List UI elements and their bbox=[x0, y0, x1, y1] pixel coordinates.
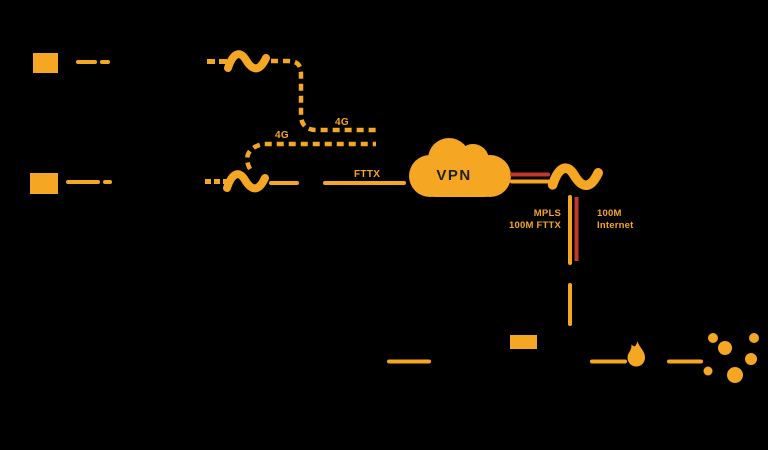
lan-block-icon bbox=[510, 335, 537, 349]
dot bbox=[718, 341, 732, 355]
cellular-link-mid bbox=[244, 141, 376, 171]
mpls-label-line2: 100M FTTX bbox=[509, 220, 561, 231]
internet-label-line1: 100M bbox=[597, 208, 622, 219]
endpoint-top bbox=[33, 53, 110, 73]
wave-link-icon bbox=[224, 50, 270, 73]
dot bbox=[708, 333, 718, 343]
mpls-label-line1: MPLS bbox=[534, 208, 561, 219]
dot bbox=[727, 367, 743, 383]
wave-link-icon bbox=[223, 170, 269, 193]
wave-link-icon bbox=[547, 163, 604, 190]
cellular-link-top bbox=[271, 58, 376, 133]
flame-icon bbox=[627, 341, 645, 367]
dot bbox=[745, 353, 757, 365]
dot bbox=[749, 333, 759, 343]
endpoint-bottom bbox=[30, 173, 112, 194]
dot bbox=[703, 366, 713, 376]
cloud-shape bbox=[420, 164, 500, 197]
dots-cluster-icon bbox=[703, 333, 759, 383]
cellular-link-mid-label: 4G bbox=[275, 130, 289, 141]
internet-label-line2: Internet bbox=[597, 220, 634, 231]
device-block-icon bbox=[33, 53, 58, 73]
cellular-link-top-label: 4G bbox=[335, 117, 349, 128]
device-block-icon bbox=[30, 173, 58, 194]
vpn-cloud: VPN bbox=[409, 138, 511, 197]
fttx-link-label: FTTX bbox=[354, 169, 380, 180]
vpn-cloud-label: VPN bbox=[436, 167, 471, 184]
